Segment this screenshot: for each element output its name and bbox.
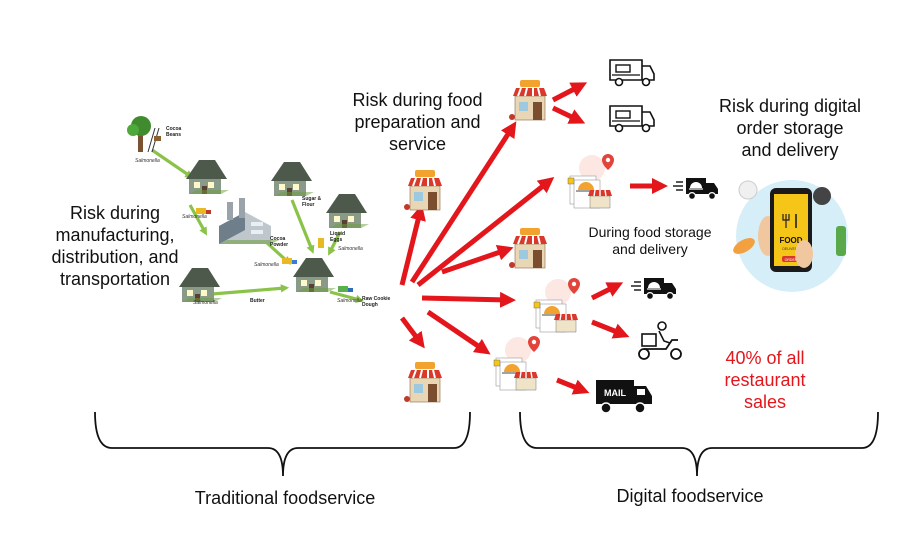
phone-food-text: FOOD xyxy=(779,236,802,245)
small-truck-icon-4 xyxy=(338,286,353,292)
phone-delivery-text: DELIVERY xyxy=(782,247,800,251)
pathogen-label-1: Salmonella xyxy=(135,158,160,164)
food-truck-icon-1 xyxy=(609,59,655,87)
supply-text-raw-dough-1: Raw Cookie xyxy=(362,296,391,302)
pathogen-label-5: Salmonella xyxy=(338,246,363,252)
small-truck-icon-3 xyxy=(318,238,324,248)
restaurant-icon-left-lower xyxy=(403,361,443,403)
supply-text-sugar-flour-1: Sugar & xyxy=(302,196,322,202)
cocoa-farm-icon xyxy=(127,116,161,153)
mail-truck-icon: MAIL xyxy=(596,380,652,414)
digital-foodservice-brace xyxy=(519,411,879,477)
supply-text-cocoa-beans-2: Beans xyxy=(166,132,181,138)
restaurant-sales-stat: 40% of all restaurant sales xyxy=(724,348,806,412)
dough-house-icon xyxy=(293,258,336,292)
phone-food-app-icon: FOOD DELIVERY ORDER xyxy=(733,180,848,292)
online-store-icon-3 xyxy=(493,335,541,391)
manufacturing-risk-label: Risk during manufacturing, distribution,… xyxy=(51,203,179,289)
mail-truck-text: MAIL xyxy=(604,388,626,398)
online-store-icon-1 xyxy=(567,153,615,209)
pathogen-label-2: Salmonella xyxy=(182,214,207,220)
pathogen-label-4: Salmonella xyxy=(193,300,218,306)
supply-text-cocoa-powder-1: Cocoa xyxy=(270,236,286,242)
sugar-flour-label: Sugar &Flour xyxy=(302,196,322,208)
phone-order-text: ORDER xyxy=(785,258,798,262)
preparation-risk-label: Risk during food preparation and service xyxy=(352,90,483,154)
supply-text-liquid-eggs-1: Liquid xyxy=(330,231,345,237)
supply-text-sugar-flour-2: Flour xyxy=(302,202,315,208)
supply-text-cocoa-beans-1: Cocoa xyxy=(166,126,182,132)
supply-text-liquid-eggs-2: Eggs xyxy=(330,237,342,243)
delivery-truck-icon-2 xyxy=(630,277,677,301)
distribution-arrows xyxy=(399,82,669,395)
processing-house-icon-1 xyxy=(186,160,229,194)
egg-house-icon xyxy=(326,194,369,228)
delivery-truck-icon-1 xyxy=(672,177,719,201)
delivery-scooter-icon xyxy=(638,321,682,360)
digital-foodservice-label: Digital foodservice xyxy=(616,486,764,506)
traditional-foodservice-label: Traditional foodservice xyxy=(194,488,376,508)
pathogen-label-6: Salmonella xyxy=(337,298,362,304)
pathogen-label-3: Salmonella xyxy=(254,262,279,268)
restaurant-icon-top xyxy=(508,79,548,121)
online-store-icon-2 xyxy=(533,277,581,333)
butter-house-icon xyxy=(179,268,222,302)
butter-label: Butter xyxy=(250,298,265,304)
sugar-flour-house-icon xyxy=(271,162,314,196)
supply-text-raw-dough-2: Dough xyxy=(362,302,378,308)
traditional-foodservice-brace xyxy=(94,411,471,477)
restaurant-icon-left-upper xyxy=(403,169,443,211)
small-truck-icon-2 xyxy=(282,258,297,264)
food-truck-icon-2 xyxy=(609,105,655,133)
storage-delivery-label: During food storage and delivery xyxy=(588,224,712,258)
digital-risk-label: Risk during digital order storage and de… xyxy=(718,96,862,160)
supply-text-cocoa-powder-2: Powder xyxy=(270,242,288,248)
restaurant-icon-middle xyxy=(508,227,548,269)
small-truck-icon-1 xyxy=(196,208,211,214)
